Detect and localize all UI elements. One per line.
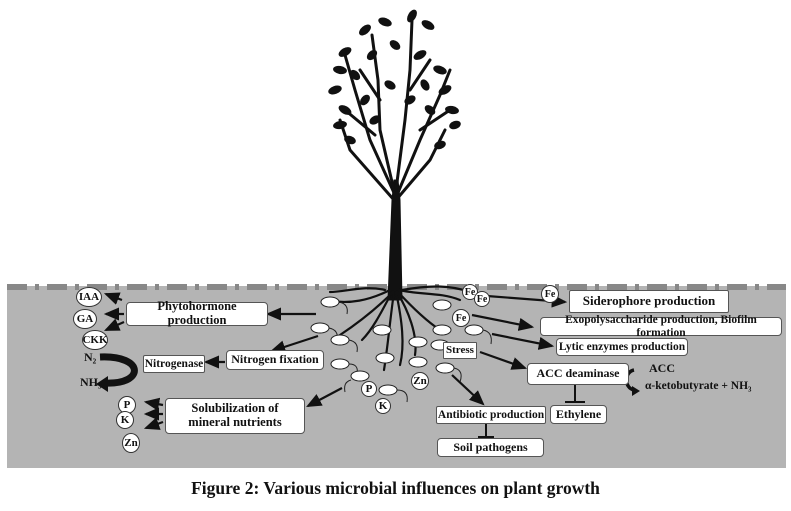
- bacteria: [310, 296, 492, 403]
- tree-icon: [328, 9, 461, 301]
- nitrogenase-box: Nitrogenase: [143, 355, 205, 373]
- mineral-zn-center: Zn: [411, 372, 429, 390]
- hormone-ga: GA: [73, 309, 97, 329]
- mineral-p-left: P: [118, 396, 136, 414]
- mineral-zn-left: Zn: [122, 433, 140, 453]
- exopolysaccharide-box: Exopolysaccharide production, Biofilm fo…: [540, 314, 782, 339]
- acc-products-label: α-ketobutyrate + NH₃: [645, 380, 752, 392]
- mineral-k-center: K: [375, 398, 391, 414]
- mineral-p-center: P: [361, 381, 377, 397]
- stress-box: Stress: [443, 342, 477, 359]
- siderophore-production-box: Siderophore production: [569, 290, 729, 313]
- hormone-ckk: CKK: [82, 330, 108, 350]
- phytohormone-production-box: Phytohormone production: [126, 299, 268, 327]
- acc-deaminase-box: ACC deaminase: [527, 363, 629, 385]
- ethylene-box: Ethylene: [550, 405, 607, 424]
- iron-fe-3: Fe: [452, 309, 470, 327]
- figure-caption: Figure 2: Various microbial influences o…: [191, 478, 600, 498]
- antibiotic-production-box: Antibiotic production: [436, 406, 546, 424]
- n2-label: N₂: [84, 350, 97, 364]
- soil-pathogens-box: Soil pathogens: [437, 438, 544, 457]
- mineral-k-left: K: [116, 411, 134, 429]
- nh3-label: NH₃: [80, 375, 102, 389]
- iron-fe-2: Fe: [474, 291, 490, 307]
- acc-substrate-label: ACC: [649, 361, 675, 375]
- nitrogen-fixation-box: Nitrogen fixation: [226, 350, 324, 370]
- lytic-enzymes-box: Lytic enzymes production: [556, 338, 688, 356]
- solubilization-box: Solubilization of mineral nutrients: [165, 398, 305, 434]
- iron-fe-4: Fe: [541, 285, 559, 303]
- hormone-iaa: IAA: [76, 287, 102, 307]
